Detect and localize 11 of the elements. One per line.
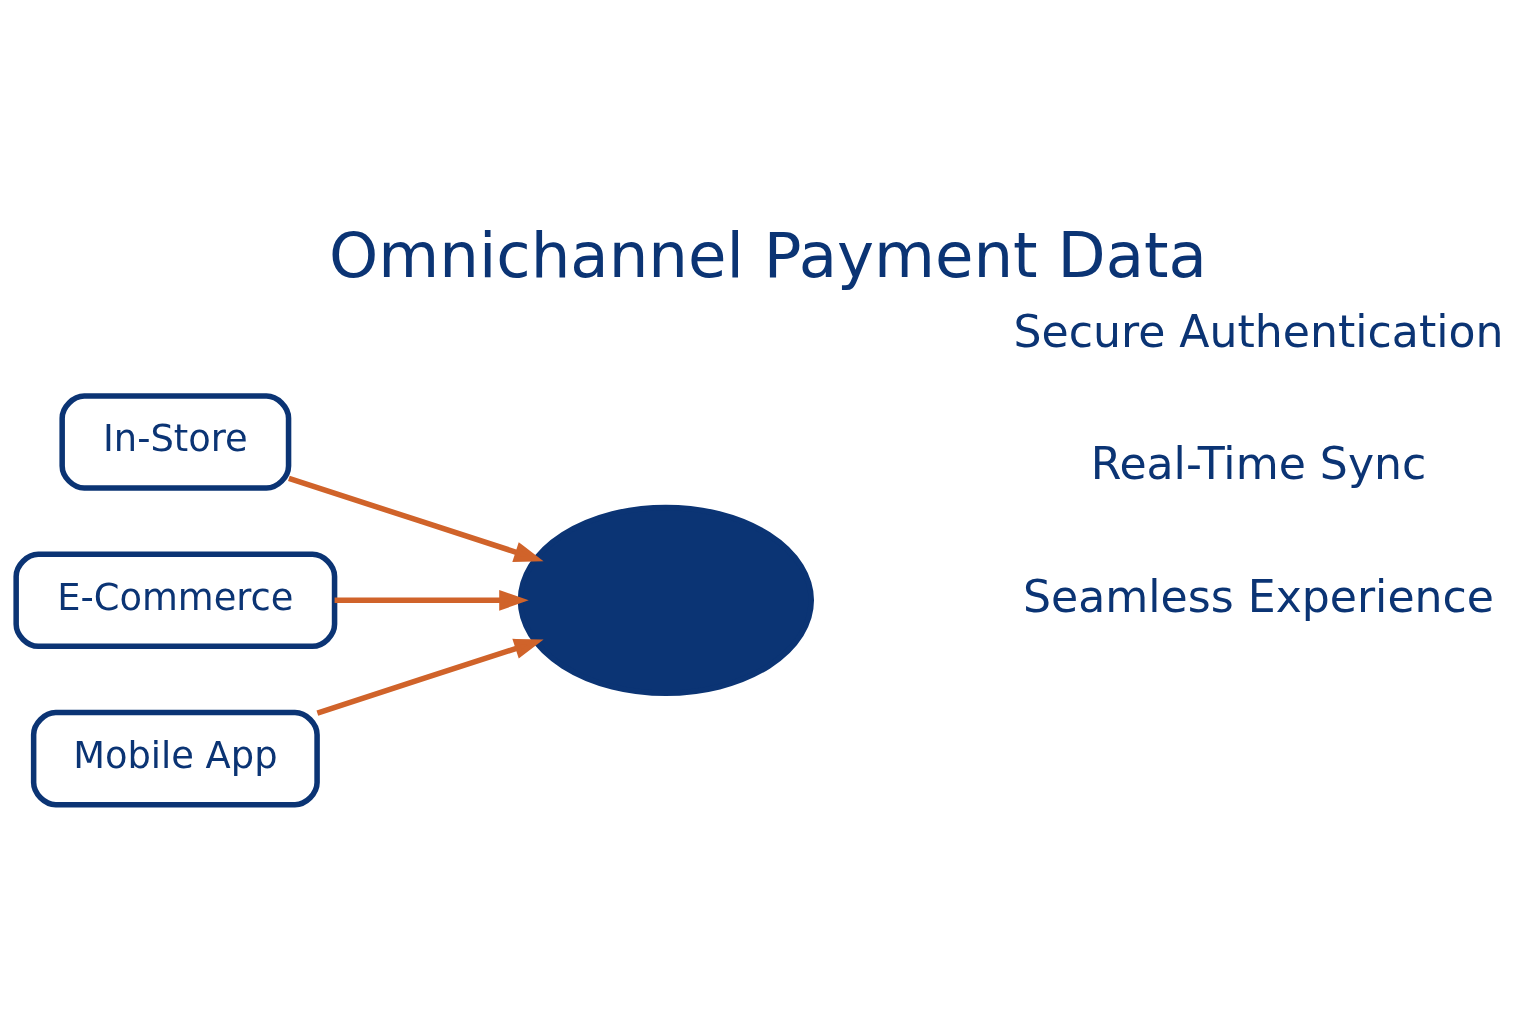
node-box: Mobile App (30, 709, 320, 808)
label: Secure Authentication (1013, 305, 1504, 357)
arrow (288, 475, 544, 562)
label: Real-Time Sync (1090, 438, 1427, 490)
diagram-title: Omnichannel Payment Data (329, 218, 1207, 292)
arrow (316, 638, 544, 716)
node-box: In-Store (59, 393, 292, 491)
arrow (334, 590, 529, 611)
label: Seamless Experience (1022, 570, 1494, 622)
node-cloud (517, 504, 814, 697)
node-box: E-Commerce (13, 551, 338, 650)
